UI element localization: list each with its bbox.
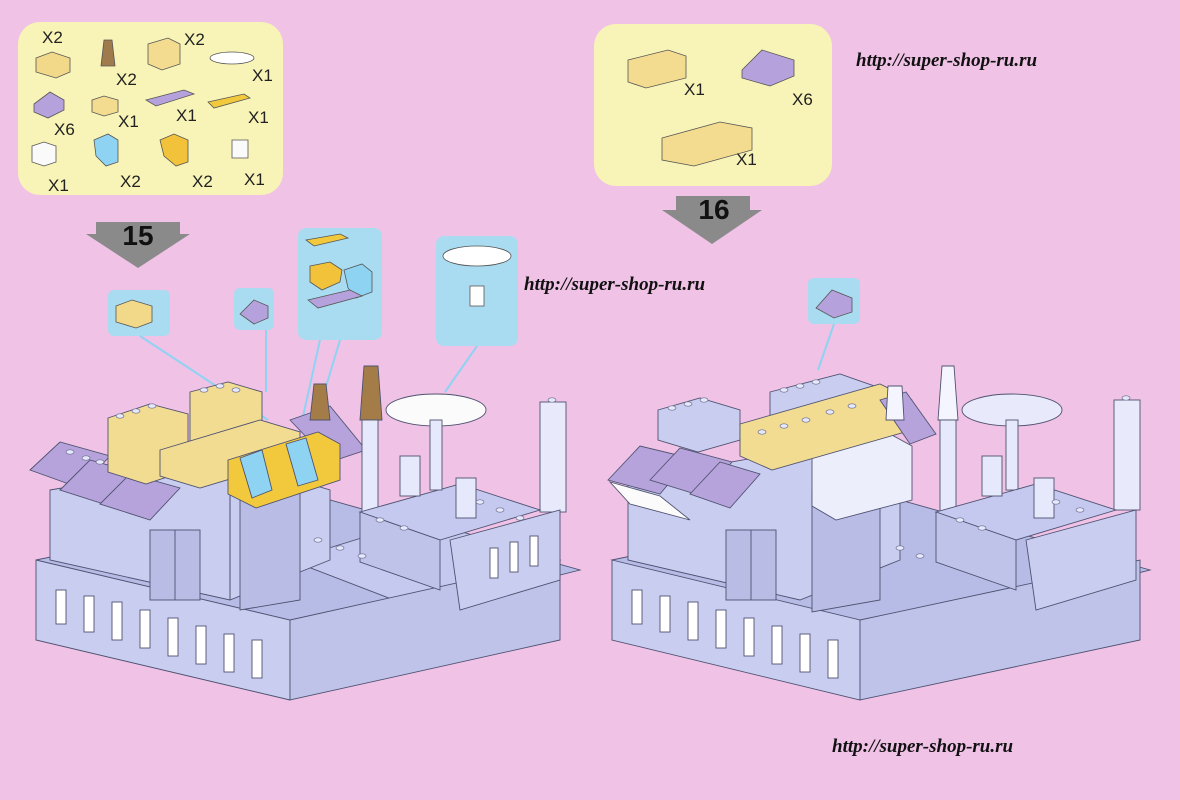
brick-2x2-yellow-icon	[147, 37, 181, 71]
part-qty: X2	[120, 172, 141, 191]
part-qty: X1	[252, 66, 273, 85]
brick-1x6-yellow-icon	[661, 121, 753, 167]
brick-yellow-small-icon	[91, 95, 119, 117]
step-number-16: 16	[698, 194, 730, 225]
part-qty: X6	[54, 120, 75, 139]
step-15-arrow	[86, 222, 190, 268]
watermark-url-middle[interactable]: http://super-shop-ru.ru	[524, 274, 706, 295]
watermark-url-top[interactable]: http://super-shop-ru.ru	[856, 50, 1038, 71]
part-qty: X2	[116, 70, 137, 89]
part-qty: X1	[48, 176, 69, 195]
model-step-15	[29, 365, 582, 701]
part-qty: X2	[184, 30, 205, 49]
slope-purple-icon	[33, 91, 65, 119]
part-qty: X1	[244, 170, 265, 189]
parts-pictures-step-16	[627, 49, 795, 167]
step-number-15: 15	[122, 220, 154, 251]
model-step-16	[607, 365, 1152, 701]
part-qty: X1	[736, 150, 757, 169]
part-qty: X6	[792, 90, 813, 109]
step-16-arrow	[662, 196, 762, 244]
brick-1x4-yellow-icon	[627, 49, 687, 89]
tile-yellow-icon	[207, 93, 251, 109]
arch-blue-icon	[93, 133, 119, 167]
part-qty: X1	[118, 112, 139, 131]
part-qty: X2	[42, 28, 63, 47]
callout-box-step-16	[808, 278, 860, 324]
callout-boxes-step-15	[108, 228, 518, 346]
plate-purple-icon	[144, 89, 196, 107]
watermark-url-bottom[interactable]: http://super-shop-ru.ru	[832, 736, 1014, 757]
part-qty: X1	[248, 108, 269, 127]
cone-brown-icon	[100, 39, 116, 67]
round-brick-white-icon	[231, 139, 249, 159]
part-qty: X1	[176, 106, 197, 125]
arch-yellow-icon	[159, 133, 189, 167]
brick-corner-yellow-icon	[35, 51, 71, 79]
parts-pictures-step-15	[31, 37, 255, 167]
slope-purple-icon	[741, 49, 795, 87]
brick-white-icon	[31, 141, 57, 167]
part-qty: X2	[192, 172, 213, 191]
round-plate-icon	[209, 51, 255, 65]
part-qty: X1	[684, 80, 705, 99]
